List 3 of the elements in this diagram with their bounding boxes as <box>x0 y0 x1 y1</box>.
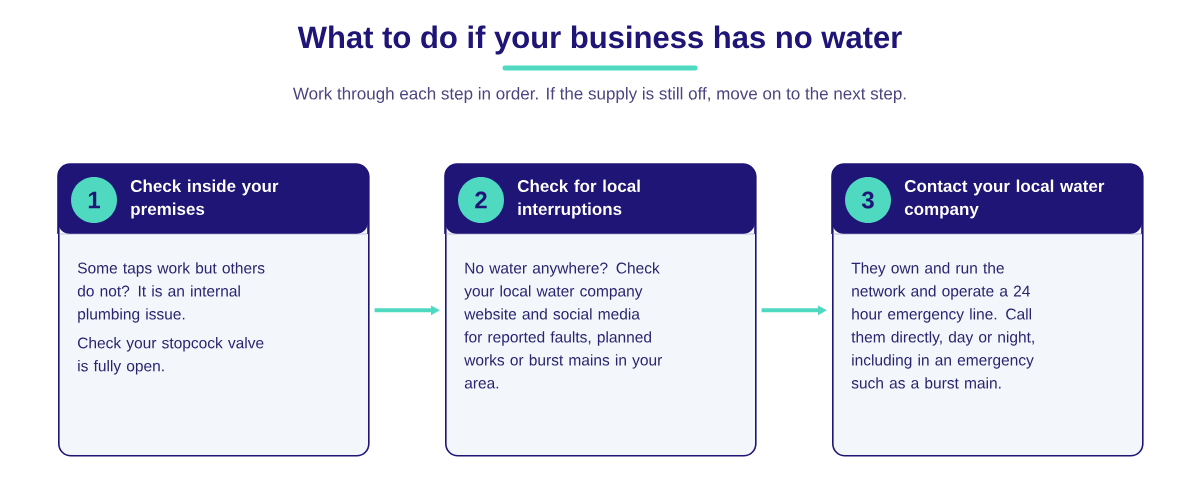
card-text: Check your stopcock valve is fully open. <box>78 337 264 375</box>
subtitle: Work through each step in order. If the supply is still off, move on to the next step. <box>293 87 906 103</box>
title: What to do if your business has no water <box>297 25 902 55</box>
